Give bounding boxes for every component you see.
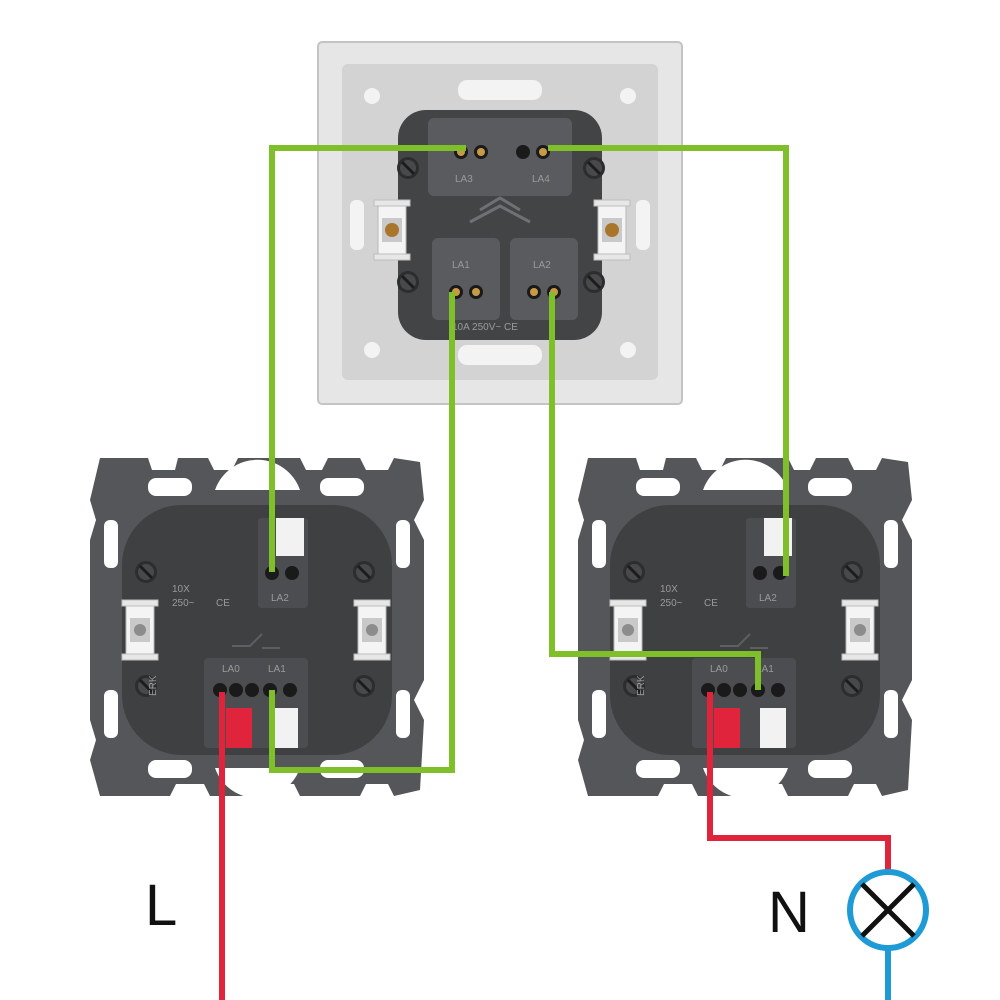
pass-switch-left: LA2 10X 250~ CE LA0 LA1 ERK [90,458,424,799]
terminal-label-left-la2: LA2 [271,593,289,604]
terminal-left-bottom-left: LA0 [213,664,259,697]
cross-switch-rating: 10A 250V~ CE [452,322,518,333]
wire-la1-to-left-la1 [269,292,455,773]
lamp-cross-icon [847,869,929,951]
wire-la4-to-right-la2 [548,145,789,576]
pass-right-ce: CE [704,598,718,609]
terminal-left-top: LA2 [265,566,299,604]
terminal-right-bottom-right: LA1 [751,664,785,697]
terminal-label-right-la2: LA2 [759,593,777,604]
terminal-label-left-la0: LA0 [222,664,240,675]
terminal-right-top: LA2 [753,566,787,604]
terminal-label-right-la1: LA1 [756,664,774,675]
label-neutral: N [768,880,810,945]
wire-la3-to-left-la2 [269,145,466,572]
terminal-left-bottom-right: LA1 [263,664,297,697]
pass-right-rating-2: 250~ [660,598,683,609]
pass-switch-right: LA2 10X 250~ CE LA0 LA1 ERK [578,458,912,799]
terminal-label-la4: LA4 [532,174,550,185]
cross-switch-screw-left [385,223,399,237]
pass-switch-right-body [610,505,880,755]
terminal-red-lever-left [226,708,252,748]
cross-switch-screw-right [605,223,619,237]
green-wires [269,145,789,773]
label-line: L [145,873,177,938]
pass-switch-left-body [122,505,392,755]
pass-right-brand: ERK [636,675,647,696]
terminal-red-lever-right [714,708,740,748]
red-wires [219,692,891,1000]
terminal-label-la3: LA3 [455,174,473,185]
cross-switch: LA3 LA4 LA1 LA2 10A 250V~ CE [317,41,683,405]
pass-left-brand: ERK [148,675,159,696]
wire-la2-to-right-la1 [549,292,761,690]
terminal-label-la2: LA2 [533,260,551,271]
pass-left-ce: CE [216,598,230,609]
terminal-label-left-la1: LA1 [268,664,286,675]
terminal-cross-top-right: LA4 [516,145,550,185]
terminal-label-la1: LA1 [452,260,470,271]
pass-right-rating-1: 10X [660,584,678,595]
pass-left-rating-1: 10X [172,584,190,595]
pass-left-rating-2: 250~ [172,598,195,609]
terminal-right-bottom-left: LA0 [701,664,747,697]
terminal-label-right-la0: LA0 [710,664,728,675]
wire-lamp-phase [707,692,891,872]
